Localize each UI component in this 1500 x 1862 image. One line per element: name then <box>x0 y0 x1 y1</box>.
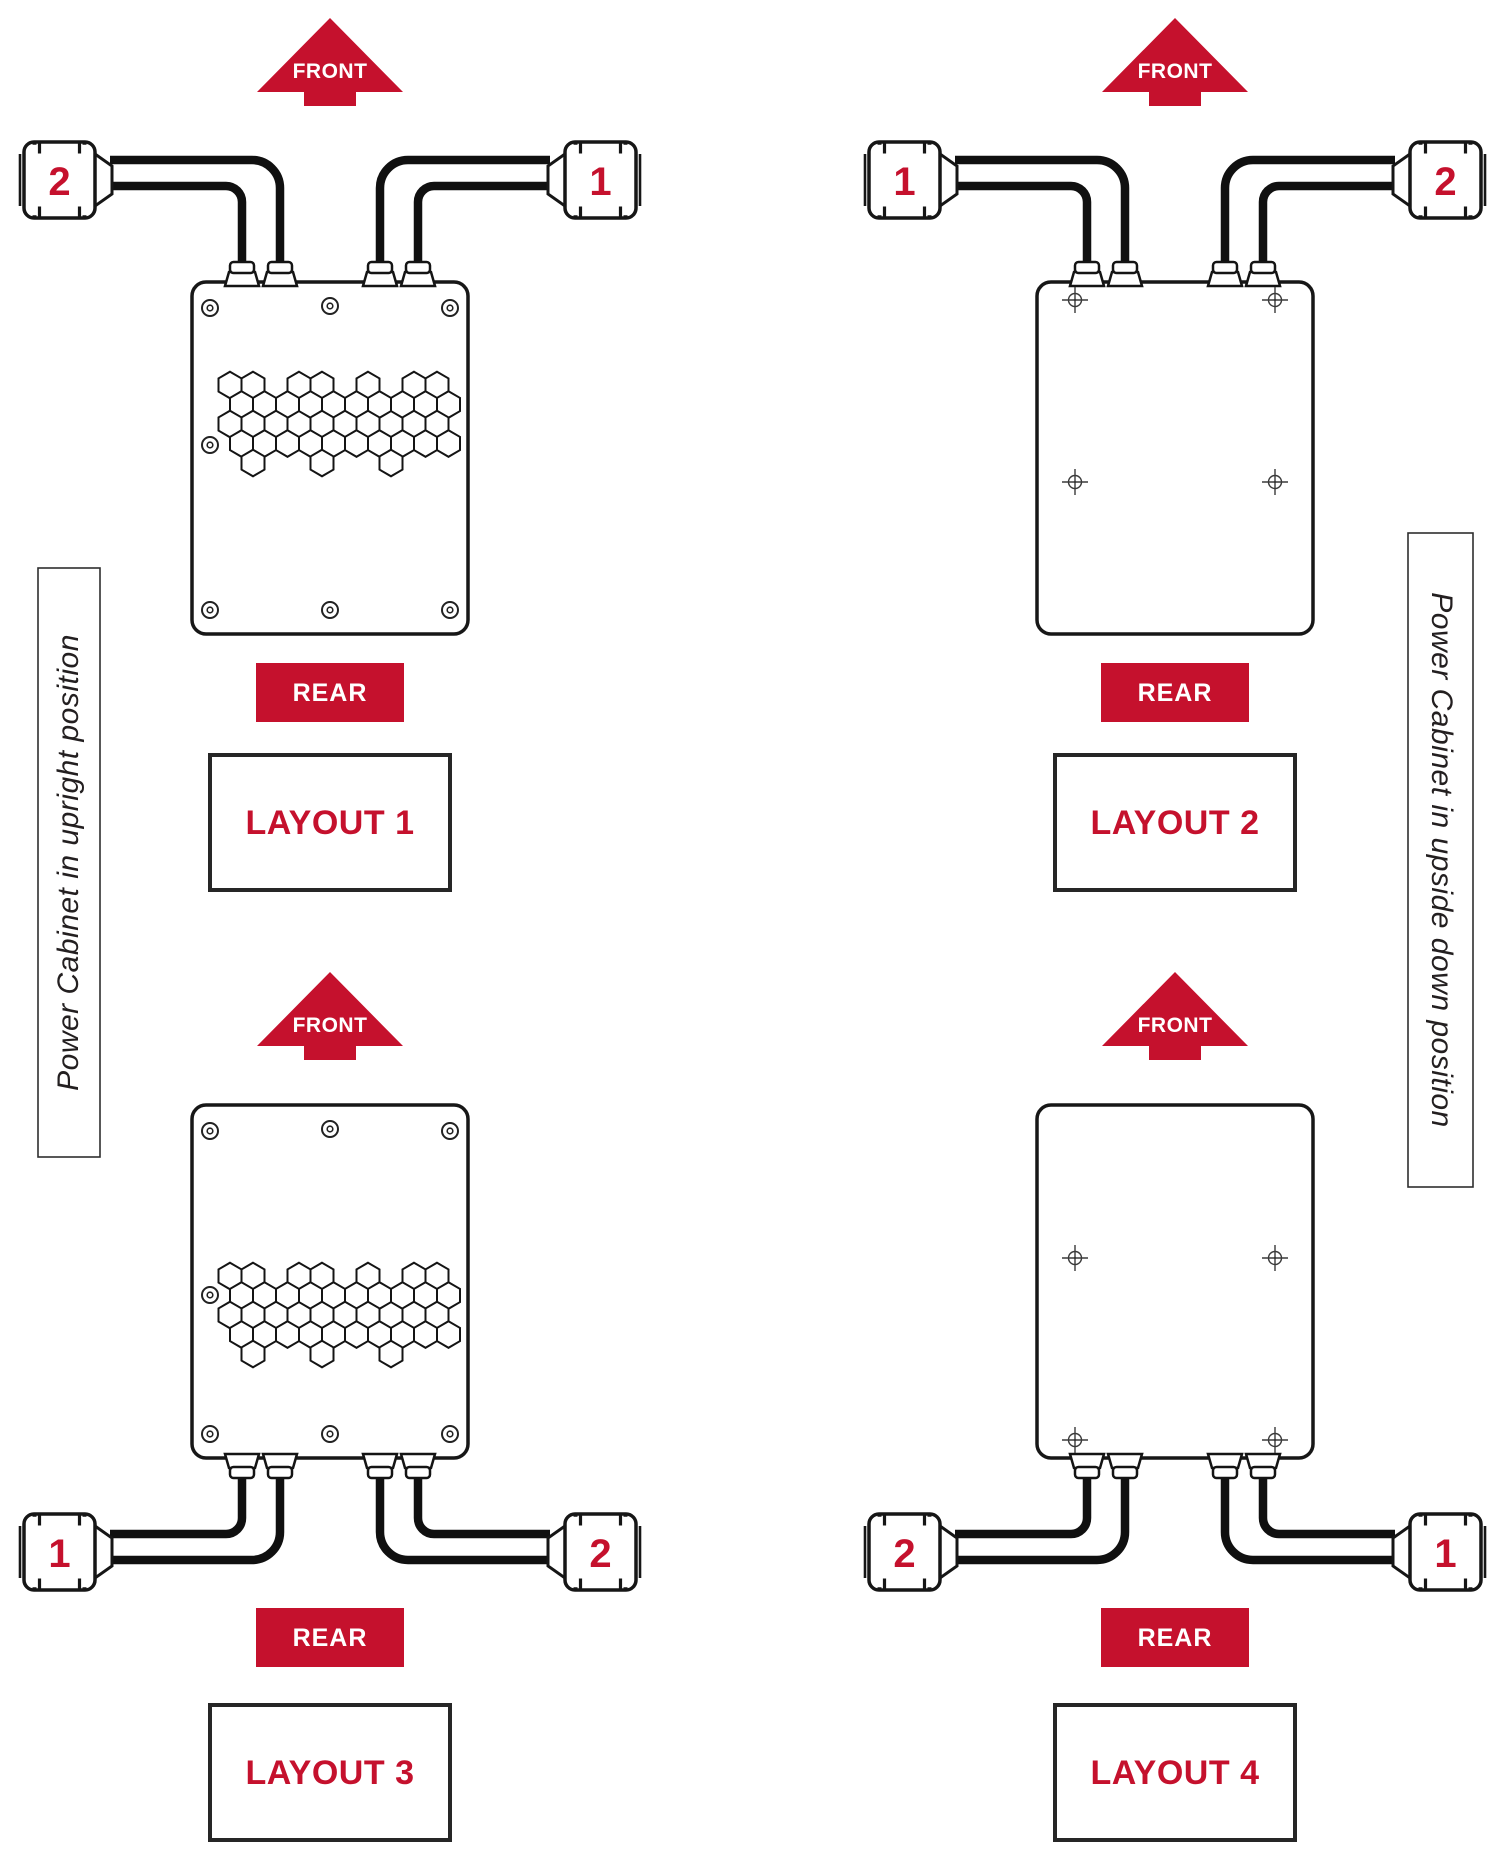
connector-right: 2 <box>1391 140 1487 220</box>
screw-icon <box>321 601 339 619</box>
layout-title-box <box>208 753 452 892</box>
side-label-box <box>1407 532 1474 1188</box>
cable-gland <box>1206 1452 1244 1480</box>
connector-right: 2 <box>546 1512 642 1592</box>
connector-number: 2 <box>48 160 70 204</box>
cable <box>955 1478 1130 1565</box>
screw-icon <box>321 1425 339 1443</box>
side-label-left: Power Cabinet in upright position <box>37 567 101 1158</box>
cable-gland <box>361 1452 399 1480</box>
connector-number: 1 <box>589 160 611 204</box>
rear-badge <box>256 663 404 722</box>
cabinet-front-face <box>1035 1103 1315 1460</box>
side-label-text: Power Cabinet in upright position <box>52 634 85 1091</box>
rear-label: REAR <box>1138 679 1213 707</box>
cable <box>413 181 550 264</box>
rear-badge <box>256 1608 404 1667</box>
screw-icon <box>321 1120 339 1138</box>
screw-icon <box>201 1286 219 1304</box>
screw-icon <box>441 601 459 619</box>
layout-title: LAYOUT 3 <box>245 1754 414 1792</box>
vent-grille <box>217 370 461 478</box>
cable-gland <box>399 1452 437 1480</box>
cabinet-front-face <box>1035 280 1315 636</box>
layout-title: LAYOUT 1 <box>245 804 414 842</box>
cable-gland <box>361 260 399 288</box>
screw-icon <box>201 601 219 619</box>
side-label-box <box>37 567 101 1158</box>
cable <box>955 155 1130 264</box>
cable <box>413 1478 550 1539</box>
connector-left: 1 <box>18 1512 114 1592</box>
cable-gland <box>1106 260 1144 288</box>
layout-2-group: FRONT 1 2 REAR LAYOUT 2 <box>863 18 1487 892</box>
layout-title-box <box>1053 1703 1297 1842</box>
cable <box>375 1478 550 1565</box>
connector-left: 1 <box>863 140 959 220</box>
cable-gland <box>223 1452 261 1480</box>
front-label: FRONT <box>293 1014 368 1037</box>
layout-3-group: FRONT 1 2 REAR LAYOUT 3 <box>18 972 642 1842</box>
cable-gland <box>1068 260 1106 288</box>
connector-number: 2 <box>893 1532 915 1576</box>
cable <box>955 1478 1092 1539</box>
vent-grille <box>217 1261 461 1369</box>
connector-number: 1 <box>893 160 915 204</box>
rear-label: REAR <box>1138 1624 1213 1652</box>
cable <box>1258 181 1395 264</box>
cable-gland <box>261 1452 299 1480</box>
rear-badge <box>1101 1608 1249 1667</box>
connector-number: 2 <box>589 1532 611 1576</box>
cable-gland <box>261 260 299 288</box>
side-label-text: Power Cabinet in upside down position <box>1425 592 1458 1128</box>
screw-icon <box>441 1122 459 1140</box>
cable <box>1220 155 1395 264</box>
cable <box>1220 1478 1395 1565</box>
cable <box>110 155 285 264</box>
front-label: FRONT <box>1138 60 1213 83</box>
connector-number: 1 <box>1434 1532 1456 1576</box>
cable-gland <box>1106 1452 1144 1480</box>
cable <box>955 181 1092 264</box>
front-label: FRONT <box>293 60 368 83</box>
side-label-right: Power Cabinet in upside down position <box>1407 532 1474 1188</box>
layout-title-box <box>208 1703 452 1842</box>
cable <box>110 181 247 264</box>
layout-1-group: FRONT 2 1 REAR LAYOUT 1 <box>18 18 642 892</box>
cable-gland <box>1244 260 1282 288</box>
front-label: FRONT <box>1138 1014 1213 1037</box>
cable <box>110 1478 247 1539</box>
cable-gland <box>1244 1452 1282 1480</box>
cable-gland <box>1068 1452 1106 1480</box>
layout-title: LAYOUT 4 <box>1090 1754 1259 1792</box>
cable-gland <box>1206 260 1244 288</box>
screw-icon <box>321 297 339 315</box>
screw-icon <box>441 299 459 317</box>
connector-number: 2 <box>1434 160 1456 204</box>
connector-number: 1 <box>48 1532 70 1576</box>
screw-icon <box>201 1425 219 1443</box>
cable <box>375 155 550 264</box>
rear-badge <box>1101 663 1249 722</box>
rear-label: REAR <box>293 1624 368 1652</box>
screw-icon <box>201 436 219 454</box>
cable <box>110 1478 285 1565</box>
layout-4-group: FRONT 2 1 REAR LAYOUT 4 <box>863 972 1487 1842</box>
connector-left: 2 <box>863 1512 959 1592</box>
screw-icon <box>201 299 219 317</box>
layout-title-box <box>1053 753 1297 892</box>
layout-title: LAYOUT 2 <box>1090 804 1259 842</box>
connector-right: 1 <box>1391 1512 1487 1592</box>
screw-icon <box>441 1425 459 1443</box>
cable-gland <box>223 260 261 288</box>
cable-gland <box>399 260 437 288</box>
cable <box>1258 1478 1395 1539</box>
connector-left: 2 <box>18 140 114 220</box>
rear-label: REAR <box>293 679 368 707</box>
connector-right: 1 <box>546 140 642 220</box>
screw-icon <box>201 1122 219 1140</box>
